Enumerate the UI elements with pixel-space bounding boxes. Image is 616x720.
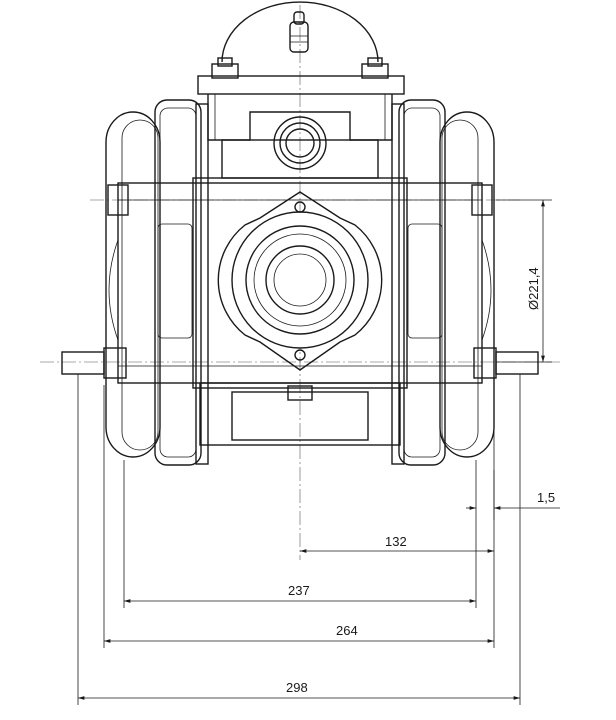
- side-ports: [61, 184, 539, 379]
- dim-overall-width: 298: [78, 680, 520, 700]
- dim-offset: 1,5: [466, 490, 560, 510]
- top-dome: [221, 1, 379, 63]
- lower-housing: [199, 382, 401, 446]
- dim-inner-width: 237: [124, 583, 476, 603]
- left-chamber: [105, 99, 209, 466]
- center-body: [117, 177, 483, 389]
- top-port: [273, 116, 327, 170]
- dim-diameter-label: Ø221,4: [526, 267, 541, 310]
- dim-inner-width-label: 237: [288, 583, 310, 598]
- top-manifold: [197, 57, 405, 179]
- dim-mid-width: 264: [104, 623, 494, 643]
- extension-lines: [77, 199, 552, 705]
- dim-half-width: 132: [300, 534, 494, 553]
- dim-diameter: Ø221,4: [526, 200, 545, 362]
- dim-overall-width-label: 298: [286, 680, 308, 695]
- dim-offset-label: 1,5: [537, 490, 555, 505]
- right-chamber: [391, 99, 495, 466]
- center-flange: [217, 191, 383, 371]
- dim-mid-width-label: 264: [336, 623, 358, 638]
- dim-half-width-label: 132: [385, 534, 407, 549]
